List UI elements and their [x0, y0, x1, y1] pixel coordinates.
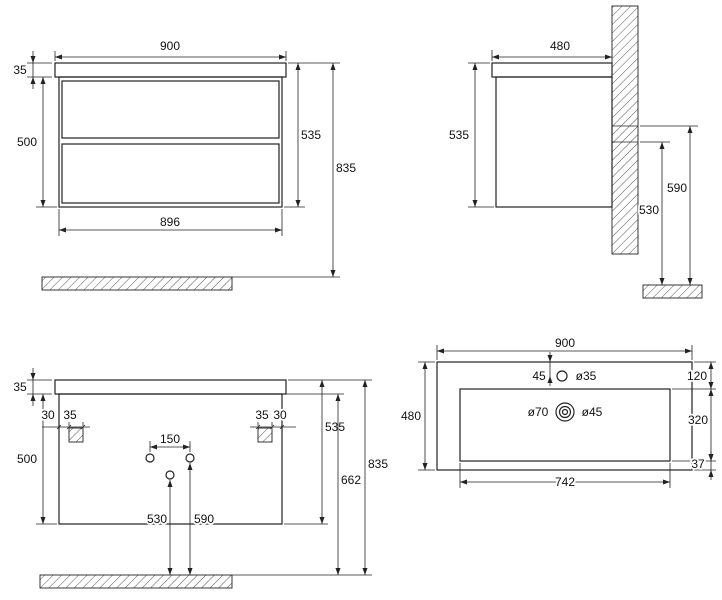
dim-front-top-thickness: 35	[12, 51, 52, 89]
dim-label: 500	[17, 135, 37, 149]
drawer-upper	[61, 80, 280, 139]
dim-label: 30	[41, 408, 55, 422]
dim-label: 35	[13, 63, 27, 77]
dim-front-install-height: 835	[232, 63, 358, 278]
dim-rear-under-top-height: 662	[286, 393, 363, 575]
dim-front-top-width: 900	[54, 37, 287, 61]
drain-hole-outer	[555, 402, 575, 422]
dim-label: 900	[160, 39, 180, 53]
countertop-top	[436, 361, 693, 471]
dim-label: 35	[63, 408, 77, 422]
dim-label: 500	[17, 452, 37, 466]
basin	[459, 388, 671, 462]
front-view: 900 35 500 535 835	[12, 37, 358, 291]
faucet-hole	[556, 370, 568, 382]
dim-top-basin-depth: 320	[672, 389, 716, 462]
dim-label: 45	[532, 369, 546, 383]
floor-section	[41, 276, 233, 291]
dim-side-depth: 480	[491, 37, 612, 61]
dim-label: 480	[550, 39, 570, 53]
dim-rear-bracket-left: 30 35	[40, 406, 90, 430]
dim-front-carcass-height: 500	[15, 77, 57, 208]
dim-rear-carcass-height: 500	[15, 394, 57, 525]
dim-label: 835	[336, 161, 356, 175]
dim-label: 35	[255, 408, 269, 422]
dim-side-outlet-upper: 590	[640, 125, 698, 285]
mounting-bracket-right	[257, 427, 273, 443]
dim-label: 590	[194, 512, 214, 526]
fixing-hole-right	[185, 453, 195, 463]
floor-section	[642, 284, 703, 299]
dim-front-bottom-width: 896	[58, 209, 283, 236]
floor-section	[39, 574, 233, 589]
dim-top-basin-width: 742	[459, 463, 671, 491]
dim-label: 590	[667, 181, 687, 195]
dim-label: 30	[273, 408, 287, 422]
dim-label: ø70	[528, 405, 549, 419]
cabinet-side	[495, 76, 613, 208]
dim-front-total-height: 535	[284, 62, 340, 208]
dim-top-faucet: 45 ø35	[531, 352, 598, 386]
dim-label: 150	[160, 432, 180, 446]
dim-rear-top-thickness: 35	[12, 368, 52, 406]
dim-label: 535	[449, 128, 469, 142]
dim-label: 835	[368, 457, 388, 471]
dim-label: 535	[325, 420, 345, 434]
dim-label: ø35	[576, 369, 597, 383]
fixing-hole-center	[165, 470, 175, 480]
dim-label: 530	[147, 512, 167, 526]
dim-label: 37	[691, 457, 705, 471]
dim-rear-outlet-upper: 590	[187, 463, 216, 575]
wall-section	[611, 5, 639, 255]
dim-rear-hole-spacing: 150	[149, 430, 191, 452]
cabinet-body	[58, 76, 283, 208]
dim-side-outlet-lower: 530	[637, 141, 670, 285]
cabinet-body-rear	[58, 393, 283, 525]
countertop	[54, 379, 287, 395]
drawer-lower	[61, 143, 280, 204]
dim-label: 530	[639, 203, 659, 217]
rear-view: 35 500 30 35 35 30	[12, 368, 390, 589]
dim-label: 742	[555, 475, 575, 489]
dim-rear-total-height: 535	[284, 379, 372, 525]
dim-rear-install-height: 835	[232, 380, 390, 576]
countertop	[54, 62, 287, 78]
dim-rear-bracket-right: 35 30	[250, 406, 296, 430]
side-view: 480 535 590 530	[447, 5, 703, 299]
mounting-bracket-left	[68, 427, 84, 443]
dim-label: ø45	[582, 405, 603, 419]
drain-hole-inner	[558, 405, 572, 419]
dim-label: 662	[341, 473, 361, 487]
top-view: 900 480 45 ø35 ø70 ø45 120	[399, 334, 716, 491]
dim-label: 896	[160, 215, 180, 229]
dim-top-front-ledge: 37	[690, 451, 716, 480]
drain-hole-center	[561, 408, 569, 416]
fixing-hole-left	[145, 453, 155, 463]
dim-label: 535	[301, 128, 321, 142]
dim-top-width: 900	[436, 334, 693, 360]
dim-label: 480	[401, 409, 421, 423]
countertop-side	[491, 62, 613, 78]
dim-top-drain: ø70 ø45	[526, 403, 605, 421]
dim-label: 120	[687, 369, 707, 383]
dim-label: 900	[555, 336, 575, 350]
dim-top-back-ledge: 120	[672, 361, 716, 390]
dim-side-total-height: 535	[447, 62, 494, 208]
dim-label: 35	[13, 380, 27, 394]
dim-label: 320	[688, 413, 708, 427]
dim-top-depth: 480	[399, 361, 435, 471]
dim-rear-outlet-lower: 530	[145, 480, 173, 575]
